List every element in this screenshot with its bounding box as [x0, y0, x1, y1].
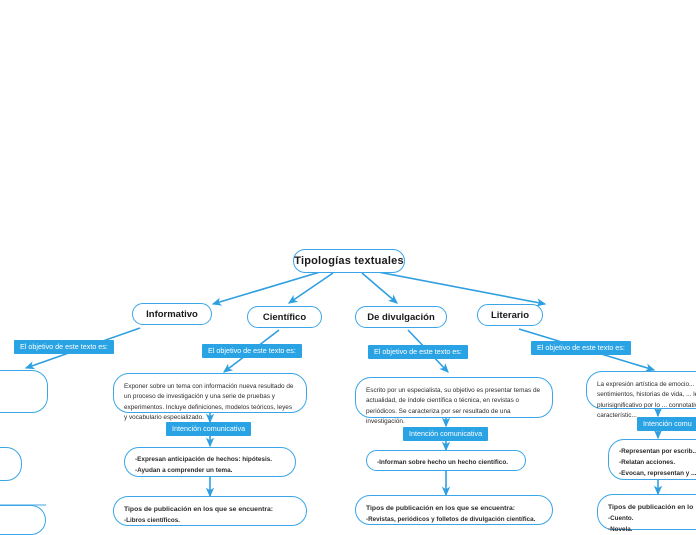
link-root-divulgacion: [361, 272, 398, 304]
mindmap-canvas: Tipologías textuales Informativo Científ…: [0, 249, 696, 535]
link-root-cientifico: [287, 272, 334, 304]
publication-title: Tipos de publicación en los que se encue…: [366, 505, 516, 512]
tag-objective-cientifico[interactable]: El objetivo de este texto es:: [202, 344, 302, 358]
intention-line: -Relatan acciones.: [619, 458, 676, 466]
intention-line: ...reales.: [0, 455, 11, 466]
publication-title: Tipos de publicación en los que se encue…: [124, 506, 274, 513]
link-root-literario: [377, 271, 547, 307]
tag-objective-divulgacion[interactable]: El objetivo de este texto es:: [368, 345, 468, 359]
publication-box-divulgacion[interactable]: Tipos de publicación en los que se encue…: [355, 495, 553, 525]
objective-box-literario[interactable]: La expresión artística de emocio... sent…: [586, 371, 696, 419]
intention-box-cientifico[interactable]: -Expresan anticipación de hechos: hipóte…: [124, 447, 296, 477]
intention-box-literario[interactable]: -Representan por escrib... -Relatan acci…: [608, 439, 696, 480]
tag-intention-cientifico[interactable]: Intención comunicativa: [166, 422, 252, 436]
intention-line: -Evocan, representan y ...: [619, 469, 696, 477]
publication-line: -Libros científicos.: [124, 517, 180, 525]
tag-objective-literario[interactable]: El objetivo de este texto es:: [531, 341, 631, 355]
objective-box-informativo[interactable]: ...mientos ...ería: [0, 370, 48, 413]
intention-line: -Representan por escrib...: [619, 448, 696, 455]
root-node[interactable]: Tipologías textuales: [293, 249, 405, 273]
publication-box-literario[interactable]: Tipos de publicación en lo -Cuento. -Nov…: [597, 494, 696, 533]
branch-node-divulgacion[interactable]: De divulgación: [355, 306, 447, 328]
branch-node-cientifico[interactable]: Científico: [247, 306, 322, 328]
publication-title: Tipos de publicación en lo: [608, 504, 694, 511]
intention-line: -Expresan anticipación de hechos: hipóte…: [135, 456, 273, 463]
objective-line-2: ...ería: [0, 389, 37, 399]
branch-node-literario[interactable]: Literario: [477, 304, 543, 326]
intention-line: -Ayudan a comprender un tema.: [135, 466, 233, 474]
tag-objective-informativo[interactable]: El objetivo de este texto es:: [14, 340, 114, 354]
publication-box-informativo[interactable]: [0, 505, 46, 535]
branch-node-informativo[interactable]: Informativo: [132, 303, 212, 325]
objective-box-cientifico[interactable]: Exponer sobre un tema con información nu…: [113, 373, 307, 421]
publication-line: -Cuento.: [608, 515, 634, 523]
tag-intention-literario[interactable]: Intención comu: [637, 417, 696, 431]
objective-box-divulgacion[interactable]: Escrito por un especialista, su objetivo…: [355, 377, 553, 425]
publication-line: -Novela.: [608, 525, 633, 533]
publication-box-cientifico[interactable]: Tipos de publicación en los que se encue…: [113, 496, 307, 526]
intention-line: -Informan sobre hecho un hecho científic…: [377, 459, 509, 466]
publication-line: -Revistas, periódicos y folletos de divu…: [366, 516, 536, 524]
intention-box-divulgacion[interactable]: -Informan sobre hecho un hecho científic…: [366, 450, 526, 471]
intention-box-informativo[interactable]: ...reales.: [0, 447, 22, 481]
tag-intention-divulgacion[interactable]: Intención comunicativa: [403, 427, 489, 441]
link-root-informativo: [211, 271, 321, 306]
objective-line-1: ...mientos: [0, 379, 37, 389]
